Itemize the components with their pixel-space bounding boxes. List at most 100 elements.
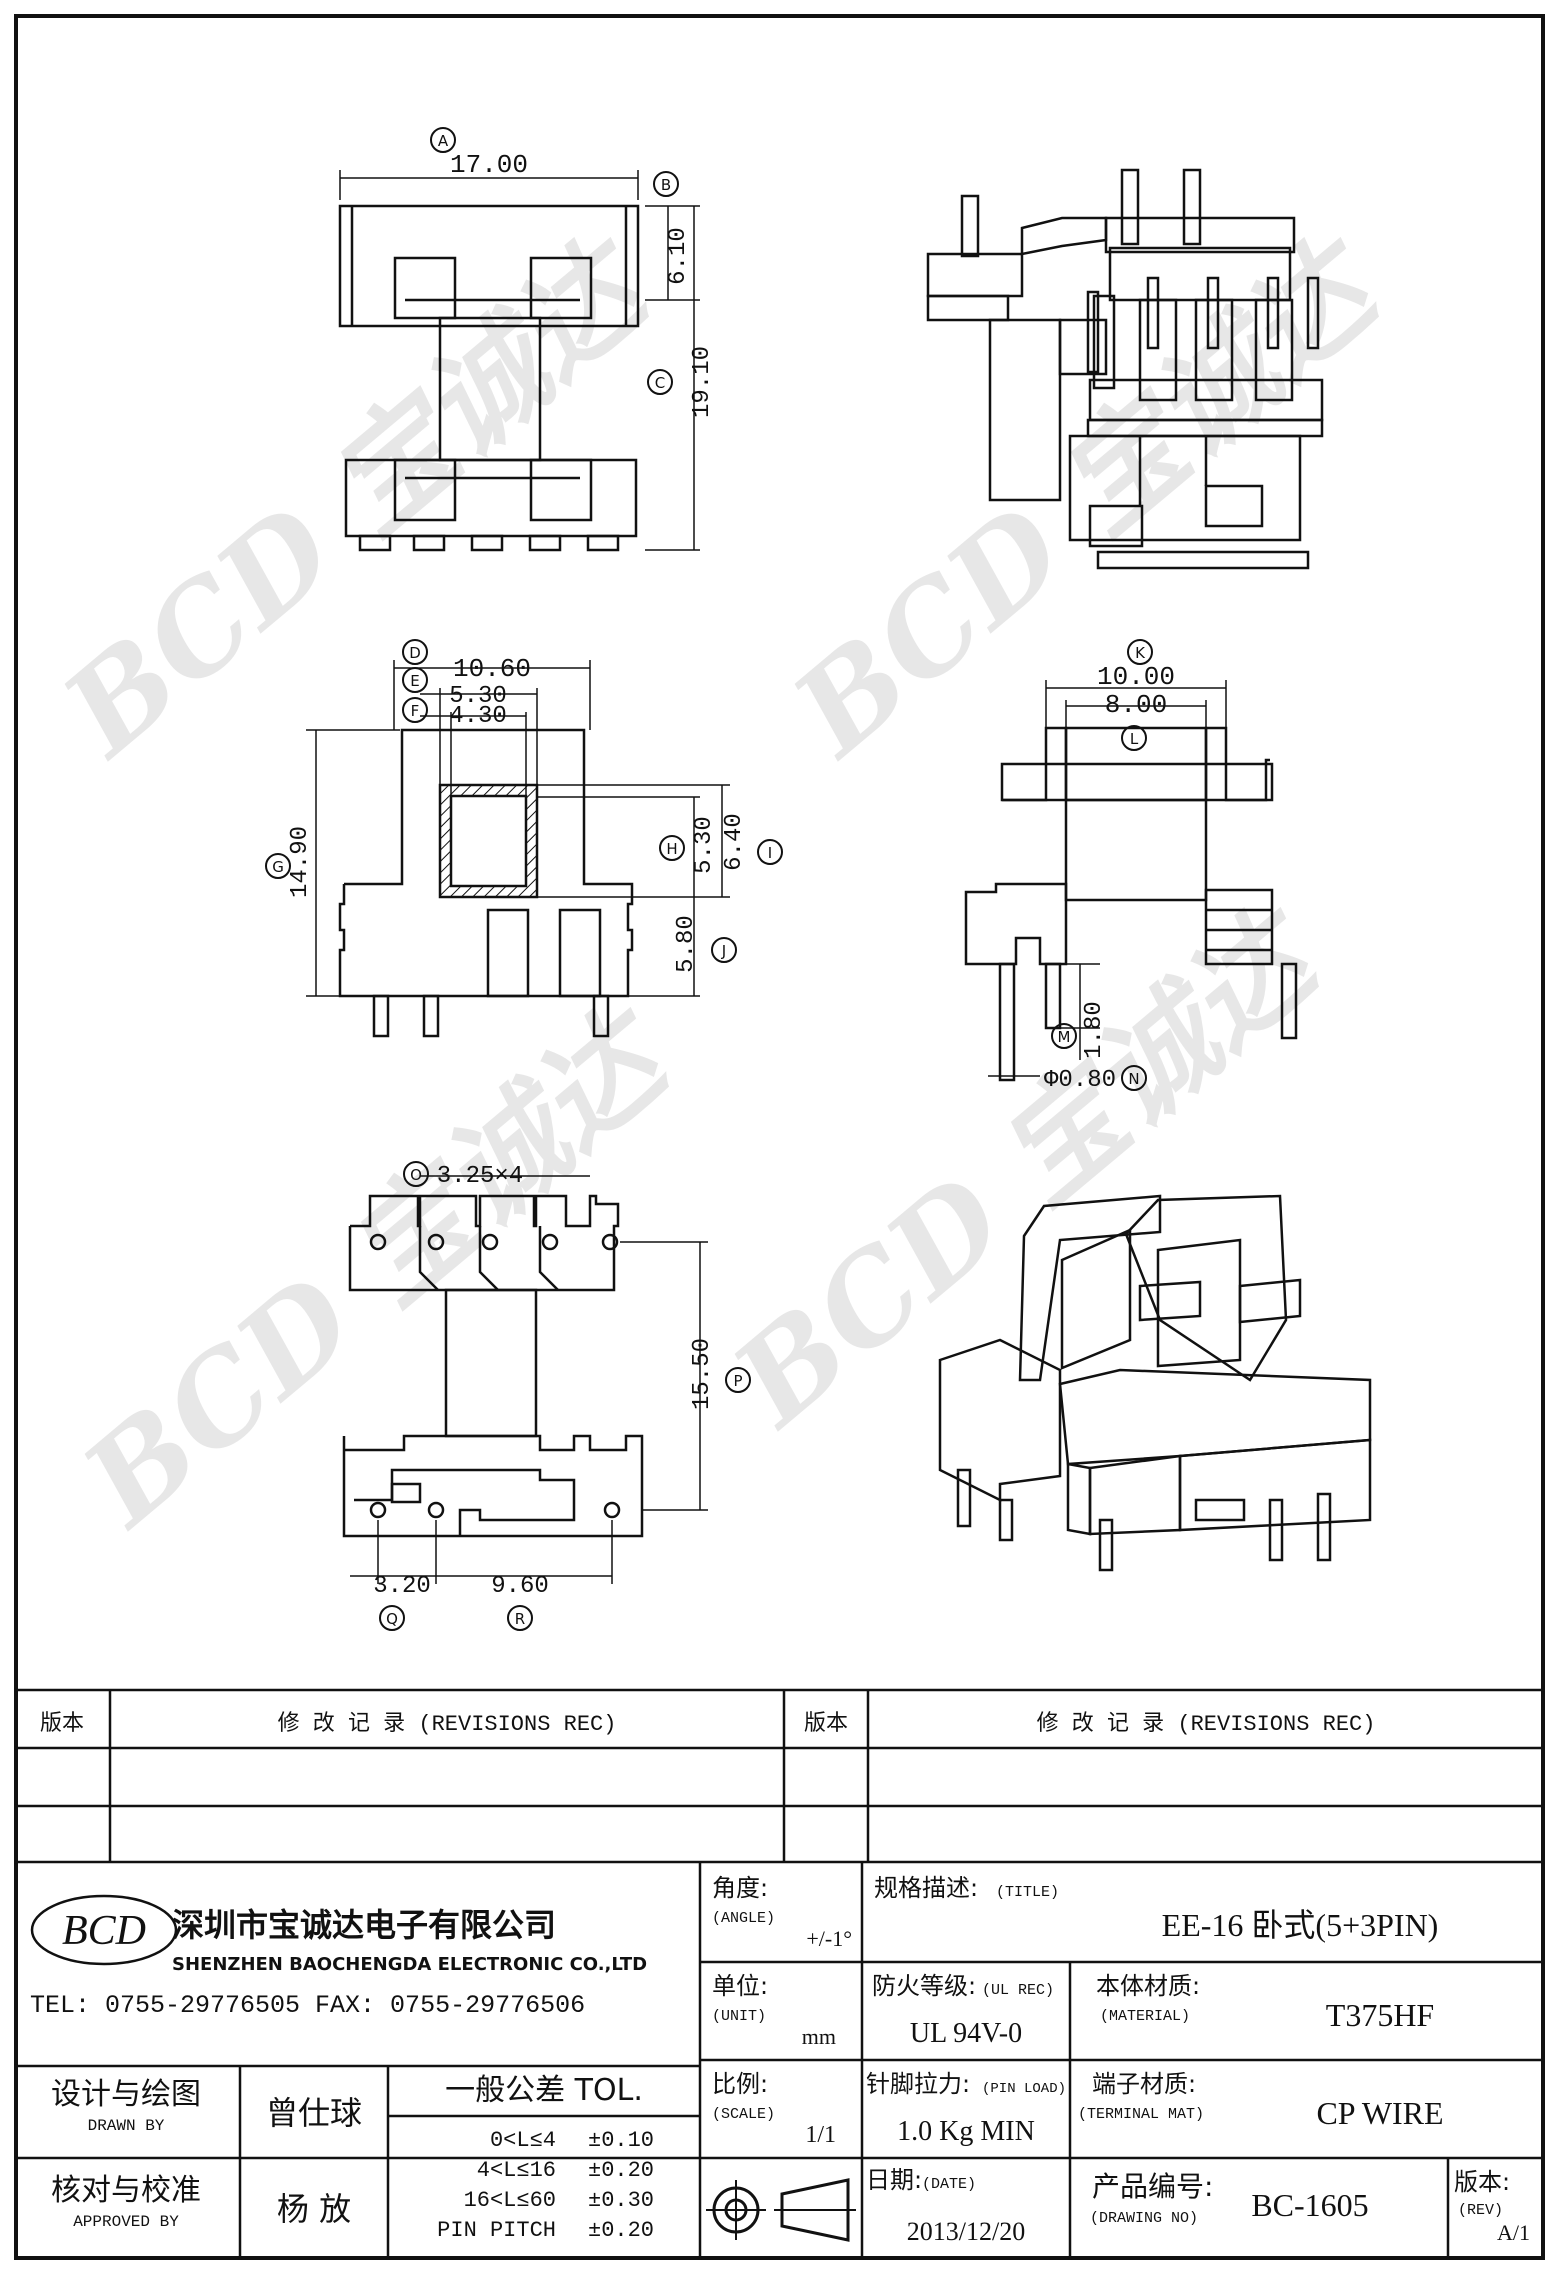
- svg-text:10.60: 10.60: [453, 654, 531, 684]
- drawing-label-en: (DRAWING NO): [1090, 2210, 1198, 2227]
- drawn-label-en: DRAWN BY: [88, 2117, 165, 2135]
- scale-label-en: (SCALE): [712, 2106, 775, 2123]
- ul-label-en: (UL REC): [982, 1982, 1054, 1999]
- svg-text:Φ0.80: Φ0.80: [1044, 1067, 1116, 1094]
- title-block-grid: [14, 1688, 1545, 2260]
- rev-label: 版本:: [1454, 2168, 1510, 2196]
- approved-label: 核对与校准: [51, 2173, 201, 2208]
- svg-text:4.30: 4.30: [449, 703, 507, 730]
- material-value: T375HF: [1326, 1997, 1434, 2033]
- svg-text:9.60: 9.60: [491, 1573, 549, 1600]
- svg-text:O: O: [410, 1166, 422, 1184]
- svg-text:R: R: [515, 1610, 525, 1628]
- scale-value: 1/1: [805, 2122, 836, 2148]
- drawing-frame: [14, 14, 1545, 2260]
- svg-text:B: B: [661, 176, 671, 194]
- svg-text:17.00: 17.00: [450, 150, 528, 180]
- tol-row-4-range: PIN PITCH: [437, 2218, 556, 2243]
- dim-O: O 3.25×4: [403, 1161, 523, 1190]
- terminal-label-en: (TERMINAL MAT): [1078, 2106, 1204, 2123]
- approved-value: 杨 放: [277, 2190, 351, 2228]
- dim-K: K 10.00: [1097, 639, 1175, 692]
- terminal-label: 端子材质:: [1092, 2070, 1196, 2098]
- watermark-3: BCD 宝诚达: [56, 981, 700, 1554]
- svg-text:K: K: [1135, 644, 1146, 662]
- svg-text:E: E: [410, 672, 419, 690]
- projection-symbol-icon: [706, 2178, 856, 2242]
- scale-label: 比例:: [712, 2070, 768, 2098]
- svg-text:I: I: [768, 844, 772, 862]
- dim-Q: 3.20 Q: [373, 1573, 431, 1631]
- angle-value: +/-1°: [806, 1926, 852, 1951]
- unit-label-en: (UNIT): [712, 2008, 766, 2025]
- svg-text:5.30: 5.30: [449, 683, 507, 710]
- svg-text:J: J: [721, 942, 726, 960]
- date-value: 2013/12/20: [907, 2217, 1025, 2246]
- svg-text:H: H: [666, 840, 677, 858]
- svg-text:5.80: 5.80: [673, 915, 700, 973]
- watermark-4: BCD 宝诚达: [706, 881, 1350, 1454]
- tol-title: 一般公差 TOL.: [445, 2073, 643, 2108]
- company-block: BCD 深圳市宝诚达电子有限公司 SHENZHEN BAOCHENGDA ELE…: [30, 1894, 647, 2020]
- tol-row-1-value: ±0.10: [588, 2128, 654, 2153]
- svg-text:10.00: 10.00: [1097, 662, 1175, 692]
- tol-row-1-range: 0<L≤4: [490, 2128, 556, 2153]
- dim-M: M 1.80: [1051, 1001, 1108, 1059]
- company-logo-text: BCD: [62, 1908, 146, 1954]
- svg-text:1.80: 1.80: [1081, 1001, 1108, 1059]
- angle-label-en: (ANGLE): [712, 1910, 775, 1927]
- material-label-en: (MATERIAL): [1100, 2008, 1190, 2025]
- iso-view-upper: [926, 168, 1324, 570]
- tol-row-4-value: ±0.20: [588, 2218, 654, 2243]
- pinload-label: 针脚拉力:: [866, 2070, 970, 2098]
- date-label-en: (DATE): [922, 2176, 976, 2193]
- bottom-view: [342, 1175, 708, 1584]
- svg-text:8.00: 8.00: [1105, 690, 1167, 720]
- dim-H: H 5.30: [659, 816, 718, 874]
- company-logo: [30, 1894, 178, 1966]
- company-contact: TEL: 0755-29776505 FAX: 0755-29776506: [30, 1991, 585, 2020]
- dim-B: B 6.10: [653, 171, 692, 285]
- svg-text:L: L: [1130, 730, 1139, 748]
- svg-text:3.20: 3.20: [373, 1573, 431, 1600]
- dim-E: E 5.30: [402, 667, 507, 710]
- dim-C: C 19.10: [647, 346, 716, 418]
- unit-value: mm: [802, 2024, 836, 2049]
- watermark-1: BCD 宝诚达: [36, 211, 680, 784]
- dim-D: D 10.60: [402, 639, 531, 684]
- rev-value: A/1: [1497, 2220, 1530, 2245]
- dim-A: A 17.00: [430, 127, 528, 180]
- rev-col-record-left: 修 改 记 录 (REVISIONS REC): [278, 1711, 617, 1737]
- material-label: 本体材质:: [1096, 1972, 1200, 2000]
- dim-F: F 4.30: [402, 697, 507, 730]
- title-label: 规格描述:: [874, 1874, 978, 1902]
- svg-text:F: F: [411, 702, 420, 720]
- svg-text:3.25×4: 3.25×4: [437, 1163, 523, 1190]
- title-label-en: (TITLE): [996, 1884, 1059, 1901]
- dim-P: P 15.50: [689, 1338, 751, 1410]
- angle-label: 角度:: [712, 1874, 768, 1902]
- ul-label: 防火等级:: [872, 1972, 976, 2000]
- rev-col-version-right: 版本: [804, 1711, 848, 1736]
- tol-row-3-value: ±0.30: [588, 2188, 654, 2213]
- pinload-label-en: (PIN LOAD): [982, 2081, 1066, 2097]
- svg-text:C: C: [655, 374, 665, 392]
- drawn-label: 设计与绘图: [51, 2077, 201, 2112]
- drawing-value: BC-1605: [1251, 2187, 1368, 2223]
- tol-row-3-range: 16<L≤60: [464, 2188, 556, 2213]
- title-value: EE-16 卧式(5+3PIN): [1162, 1907, 1439, 1943]
- svg-text:6.40: 6.40: [721, 813, 748, 871]
- dim-I: I 6.40: [721, 813, 783, 871]
- svg-text:G: G: [272, 858, 284, 876]
- drawing-label: 产品编号:: [1092, 2170, 1213, 2203]
- side-view: [964, 680, 1298, 1082]
- date-label: 日期:: [866, 2166, 922, 2194]
- front-view: [306, 660, 730, 1038]
- svg-text:P: P: [733, 1372, 742, 1390]
- rev-label-en: (REV): [1458, 2202, 1503, 2219]
- dim-J: J 5.80: [673, 915, 737, 973]
- dim-R: 9.60 R: [491, 1573, 549, 1631]
- rev-col-version-left: 版本: [40, 1711, 84, 1736]
- drawn-value: 曾仕球: [266, 2094, 362, 2132]
